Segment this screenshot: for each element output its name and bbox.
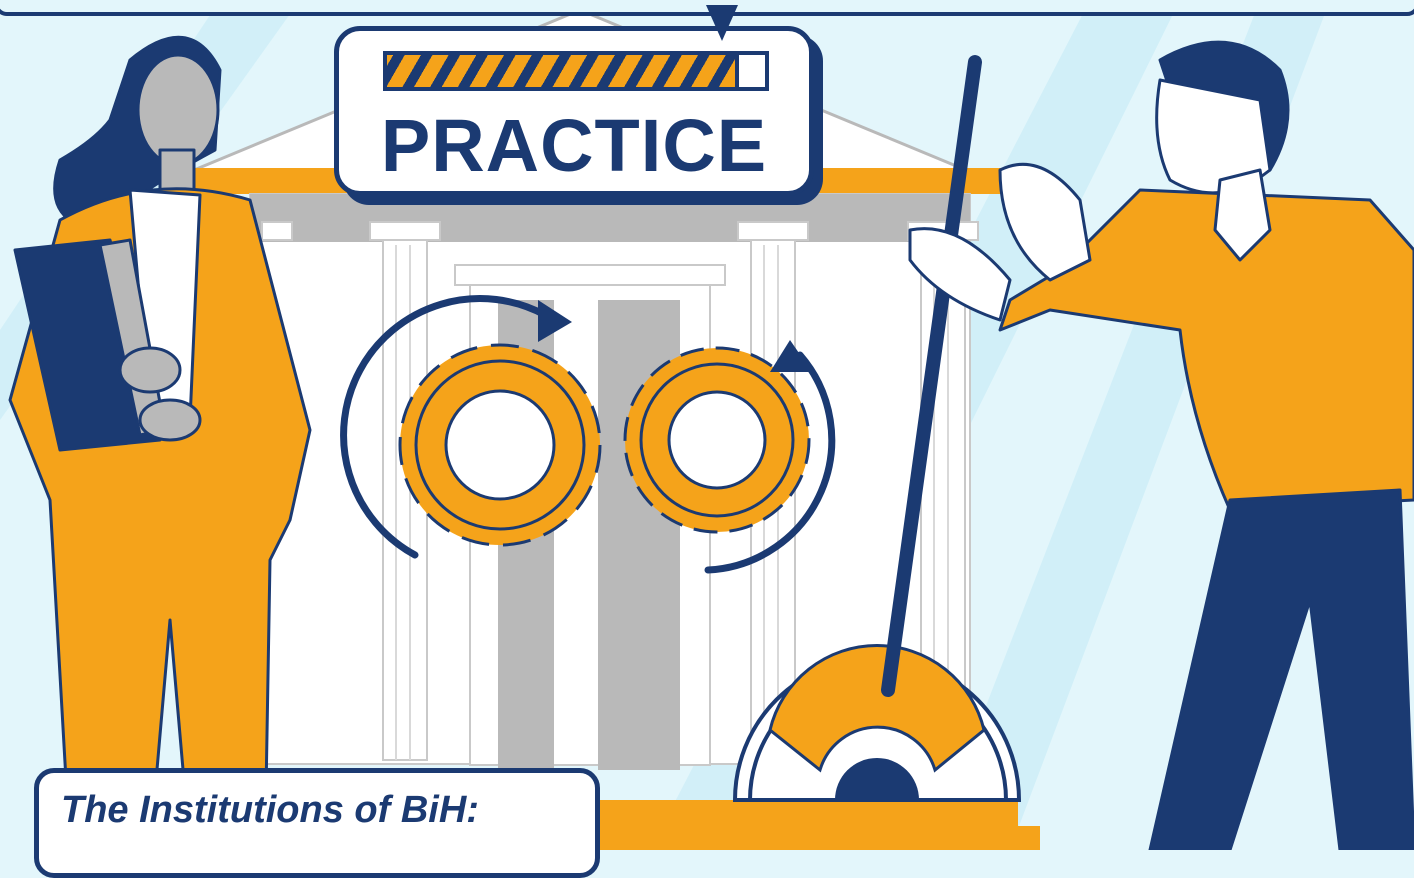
caption-box: The Institutions of BiH: (34, 768, 600, 878)
caption-text: The Institutions of BiH: (61, 789, 479, 831)
arrow-head (538, 300, 572, 342)
practice-banner: PRACTICE (334, 5, 814, 196)
man-figure (908, 40, 1414, 850)
progress-bar (383, 51, 769, 91)
gear-icon (398, 343, 602, 547)
rotation-arrow-icon (340, 295, 836, 574)
banner-title: PRACTICE (380, 104, 768, 187)
lever-gauge-icon (732, 55, 1022, 802)
illustration (0, 0, 1414, 850)
progress-fill (387, 55, 739, 87)
arrow-head (770, 340, 812, 372)
woman-figure (8, 35, 312, 850)
progress-marker-icon (706, 5, 738, 41)
gear-icon (623, 346, 811, 534)
